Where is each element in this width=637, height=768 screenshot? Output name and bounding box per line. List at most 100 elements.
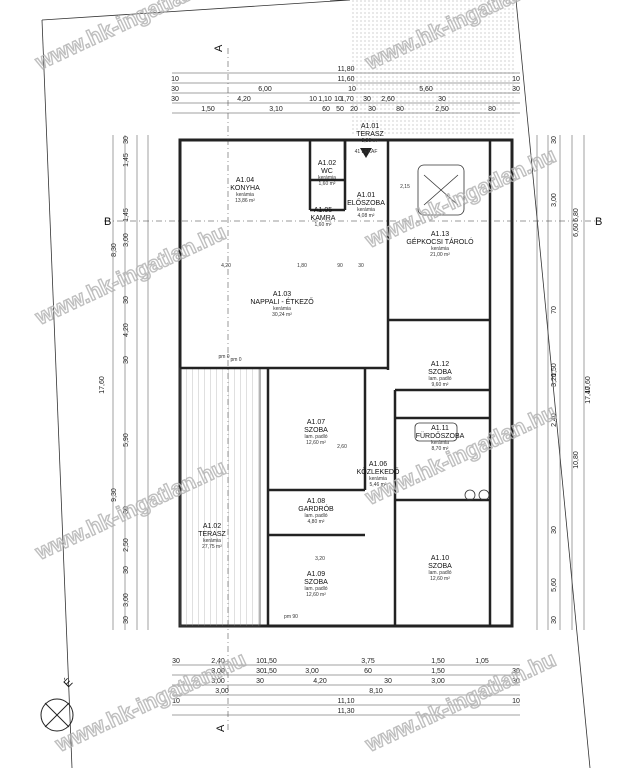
dimension-left: 3,00 — [123, 593, 130, 607]
room-name: TERASZ — [198, 531, 226, 538]
room-area: 4,80 m² — [308, 519, 325, 525]
dimension-left: 8,30 — [111, 243, 118, 257]
watermark-text: www.hk-ingatlan.hu — [51, 646, 250, 757]
room-area: 1,60 m² — [315, 222, 332, 228]
terrace-deck — [179, 367, 261, 627]
room-floor: kerámia — [431, 246, 449, 252]
driveway-hatch — [350, 0, 516, 135]
room-name: TERASZ — [356, 131, 384, 138]
dimension-top: 10 — [334, 96, 342, 103]
room-floor: lam. padló — [428, 376, 451, 382]
dimension-right: 5,60 — [551, 578, 558, 592]
dimension-interior: 2,15 — [400, 184, 410, 190]
interior-walls — [180, 140, 492, 626]
dimension-right: 3,20 — [551, 373, 558, 387]
room-id: A1.05 — [314, 207, 332, 214]
dimension-bottom: 60 — [364, 668, 372, 675]
room-id: A1.12 — [431, 361, 449, 368]
dimension-bottom: 30 — [512, 668, 520, 675]
watermark-text: www.hk-ingatlan.hu — [361, 646, 560, 757]
dimension-right: 17,40 — [585, 386, 592, 404]
dimension-bottom: 10 — [172, 698, 180, 705]
room-name: GARDRÓB — [298, 504, 334, 513]
room-id: A1.04 — [236, 177, 254, 184]
room-floor: kerámia — [203, 538, 221, 544]
watermark-text: www.hk-ingatlan.hu — [31, 0, 230, 75]
dimension-interior: 3,20 — [315, 556, 325, 562]
section-marker-b-right: B — [595, 216, 602, 228]
dimension-right: 70 — [551, 306, 558, 314]
dimension-top: 30 — [438, 96, 446, 103]
room-name: KONYHA — [230, 185, 260, 192]
dimension-right: 6,80 — [573, 208, 580, 222]
room-id: A1.07 — [307, 419, 325, 426]
dimension-left: 30 — [123, 136, 130, 144]
section-marker-a-bottom: A — [215, 724, 227, 732]
dimension-left: 4,20 — [123, 323, 130, 337]
dimension-right: 30 — [551, 616, 558, 624]
sink-icon-2 — [478, 489, 490, 501]
dimension-bottom: 11,30 — [338, 708, 355, 715]
room-name: KAMRA — [311, 215, 336, 222]
room-floor: kerámia — [369, 476, 387, 482]
dimension-bottom: 30 — [256, 678, 264, 685]
dimension-right: 30 — [551, 526, 558, 534]
room-floor: lam. padló — [304, 586, 327, 592]
room-floor: kerámia — [431, 440, 449, 446]
dimension-left: 3,00 — [123, 233, 130, 247]
room-name: NAPPALI - ÉTKEZŐ — [250, 297, 314, 306]
dimension-top: 30 — [171, 96, 179, 103]
room-area: 4,08 m² — [358, 213, 375, 219]
room-floor: lam. padló — [428, 570, 451, 576]
room-id: A1.11 — [431, 425, 449, 432]
dimension-top: 10 — [309, 96, 317, 103]
dimension-top: 30 — [171, 86, 179, 93]
watermark-text: www.hk-ingatlan.hu — [361, 399, 560, 510]
dimension-top: 6,00 — [258, 86, 272, 93]
dimension-bottom: 30 — [256, 668, 264, 675]
room-area: 30,24 m² — [272, 312, 292, 318]
dimension-top: 50 — [336, 106, 344, 113]
dimension-left: 17,60 — [99, 376, 106, 394]
room-id: A1.10 — [431, 555, 449, 562]
dimension-top: 5,60 — [419, 86, 433, 93]
property-boundary — [41, 0, 351, 21]
dimension-right: 30 — [551, 136, 558, 144]
dimension-bottom: 30 — [384, 678, 392, 685]
note-pm: pm 0 — [230, 357, 241, 363]
room-area: 12,60 m² — [306, 592, 326, 598]
room-id: A1.03 — [273, 291, 291, 298]
dimension-top: 80 — [396, 106, 404, 113]
dimension-bottom: 1,50 — [431, 668, 445, 675]
dimension-top: 10 — [171, 76, 179, 83]
dimension-bottom: 3,00 — [211, 668, 225, 675]
dimension-right: 1,50 — [551, 363, 558, 377]
bathtub-icon — [414, 422, 458, 442]
room-area: 5,46 m² — [370, 482, 387, 488]
dimension-top: 30 — [368, 106, 376, 113]
dimension-top: 60 — [322, 106, 330, 113]
dimension-top: 30 — [363, 96, 371, 103]
room-id: A1.13 — [431, 231, 449, 238]
room-floor: kerámia — [273, 306, 291, 312]
watermark-text: www.hk-ingatlan.hu — [31, 219, 230, 330]
dimension-left: 1,45 — [123, 153, 130, 167]
dimension-bottom: 3,75 — [361, 658, 375, 665]
dimension-top: 1,10 — [318, 96, 332, 103]
dimension-top: 10 — [512, 76, 520, 83]
dimension-bottom: 1,50 — [263, 668, 277, 675]
room-name: WC — [321, 168, 333, 175]
dimension-bottom: 3,00 — [305, 668, 319, 675]
